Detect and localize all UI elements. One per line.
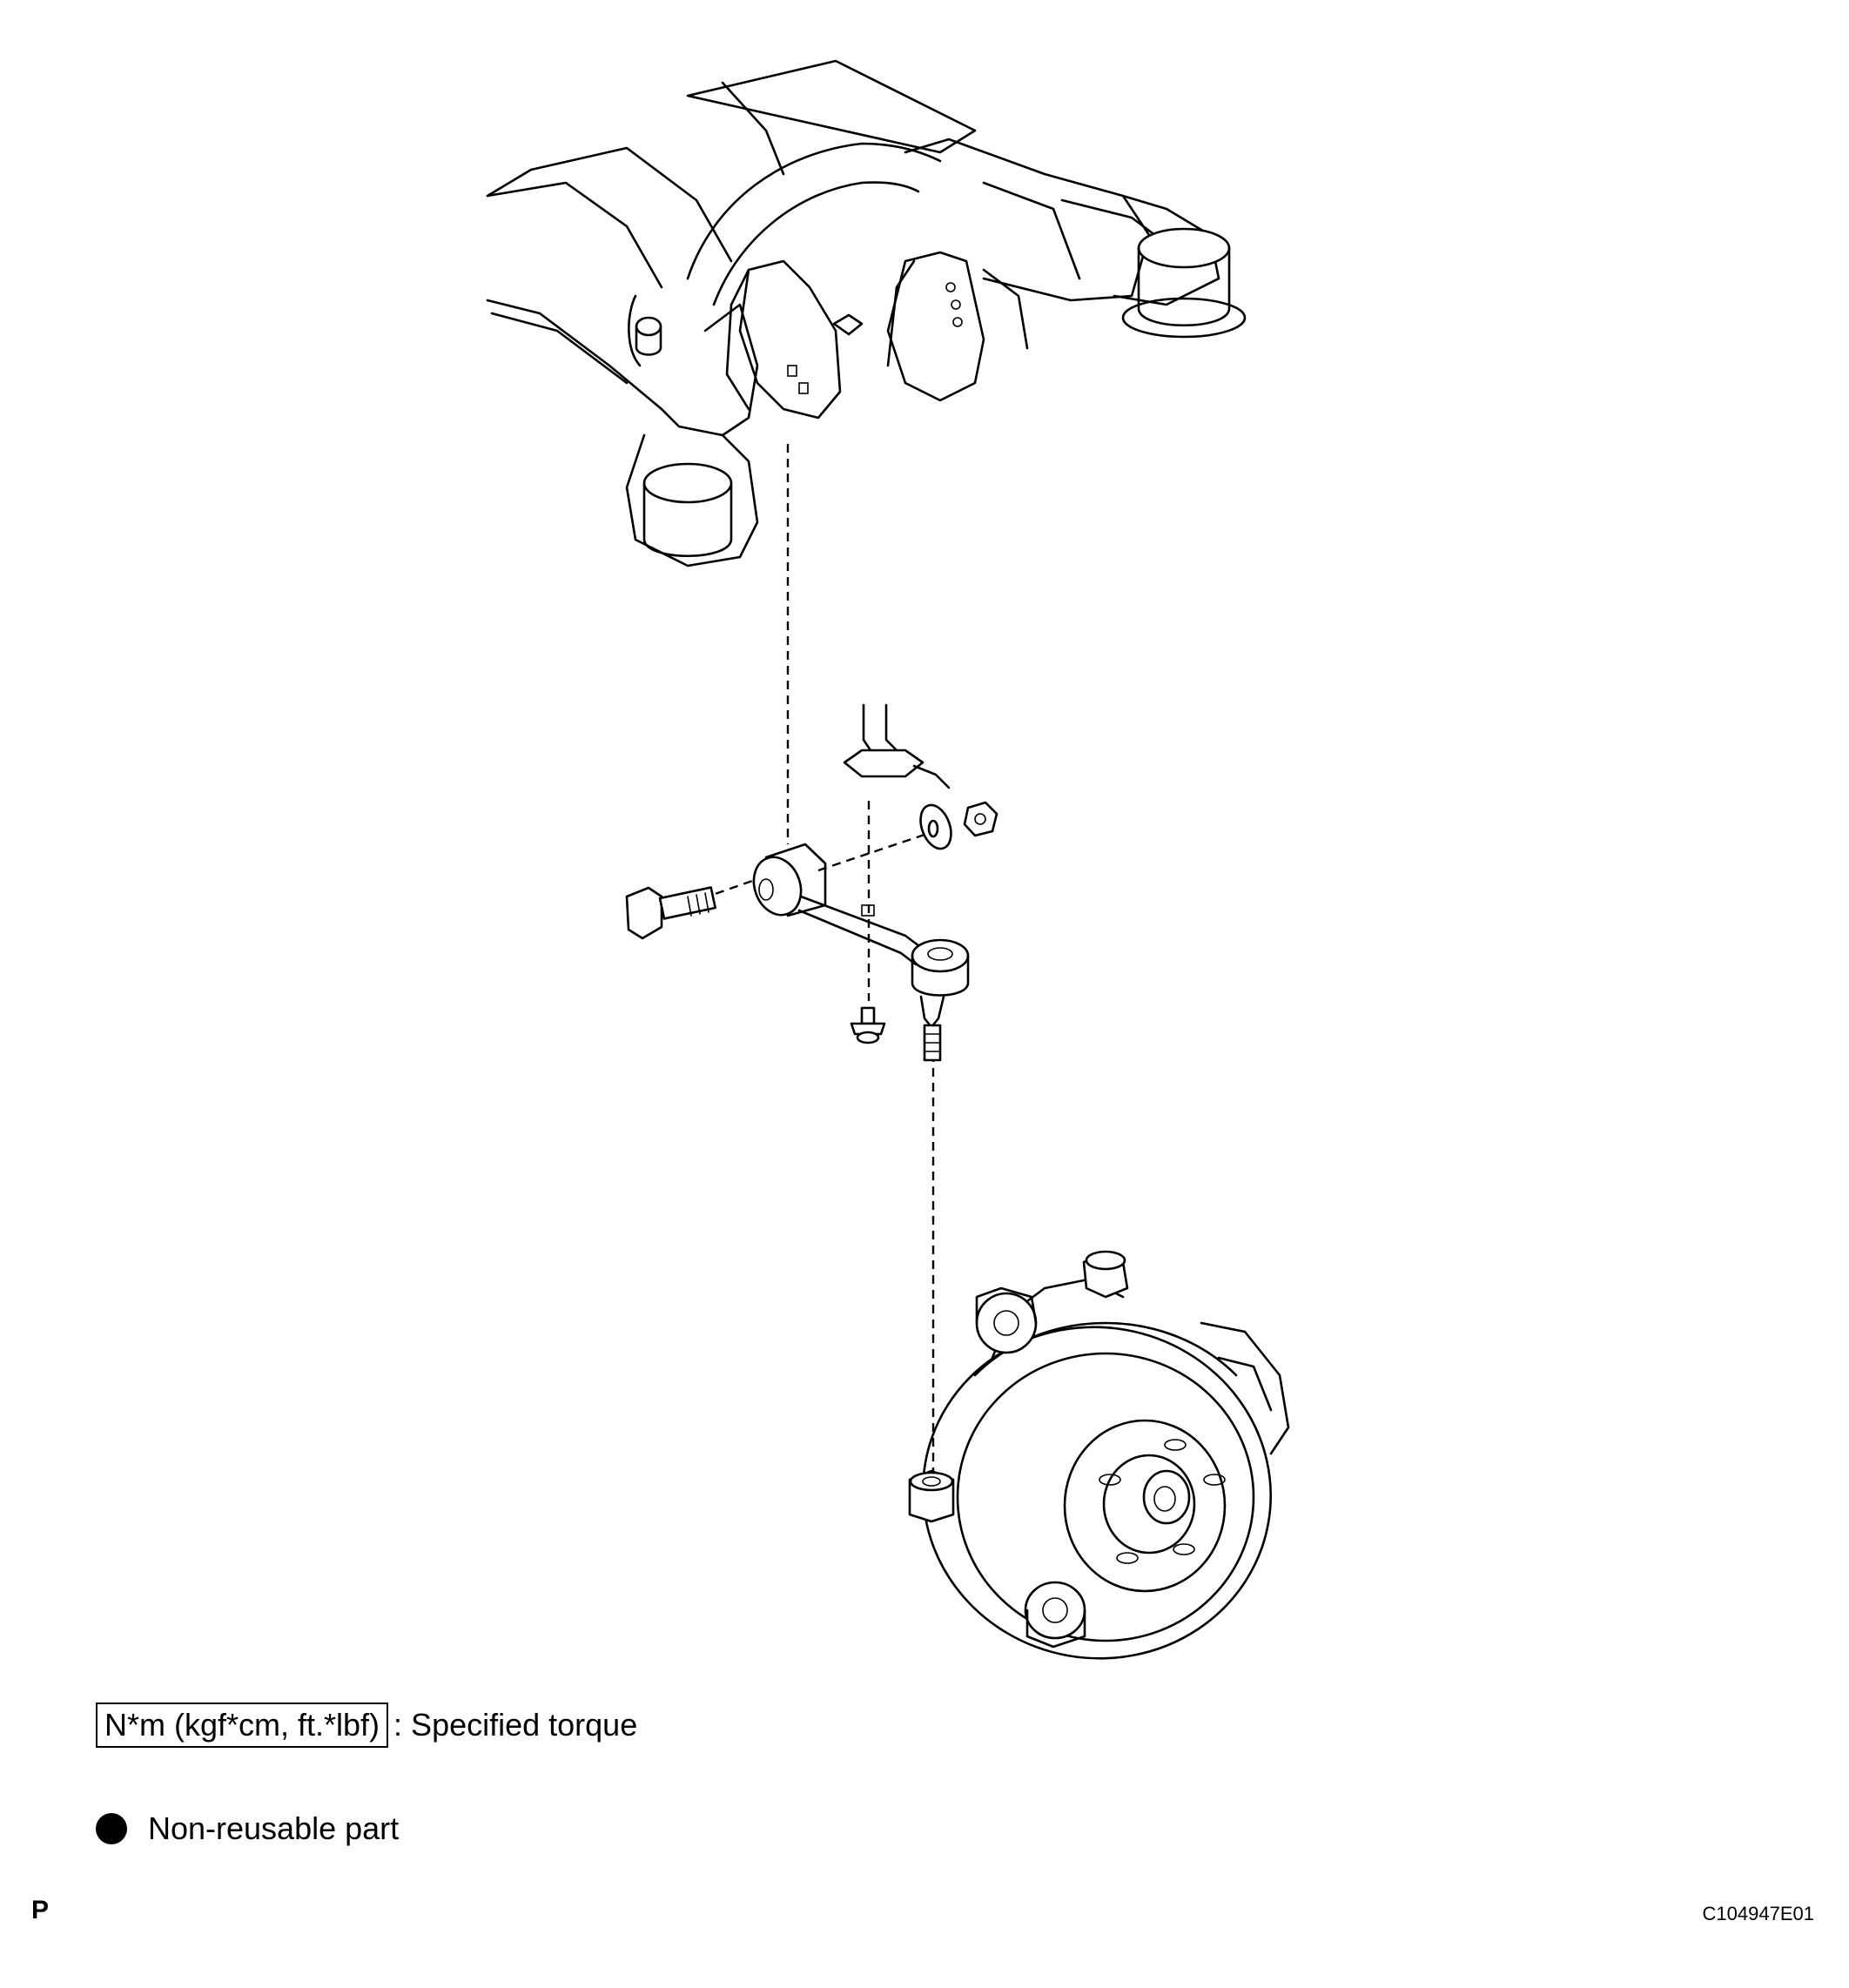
axle-carrier — [908, 1250, 1290, 1660]
torque-legend: N*m (kgf*cm, ft.*lbf) : Specified torque — [96, 1703, 637, 1748]
adjusting-bolt — [625, 886, 716, 940]
washer — [919, 803, 952, 850]
torque-unit-box: N*m (kgf*cm, ft.*lbf) — [96, 1703, 389, 1748]
guide-line-washer — [817, 832, 928, 872]
torque-legend-desc: : Specified torque — [393, 1707, 638, 1743]
nonreusable-dot-icon — [96, 1813, 127, 1844]
nut — [963, 801, 998, 837]
page-letter: P — [31, 1896, 50, 1924]
nonreusable-label: Non-reusable part — [148, 1810, 400, 1846]
nonreusable-legend: Non-reusable part — [96, 1810, 399, 1847]
bracket-bolt — [850, 1006, 886, 1044]
harness-bracket — [843, 703, 951, 789]
rear-suspension-member — [486, 59, 1247, 568]
guide-line-bolt — [687, 877, 758, 905]
lower-arm — [752, 843, 970, 1062]
figure-code: C104947E01 — [1702, 1903, 1814, 1924]
